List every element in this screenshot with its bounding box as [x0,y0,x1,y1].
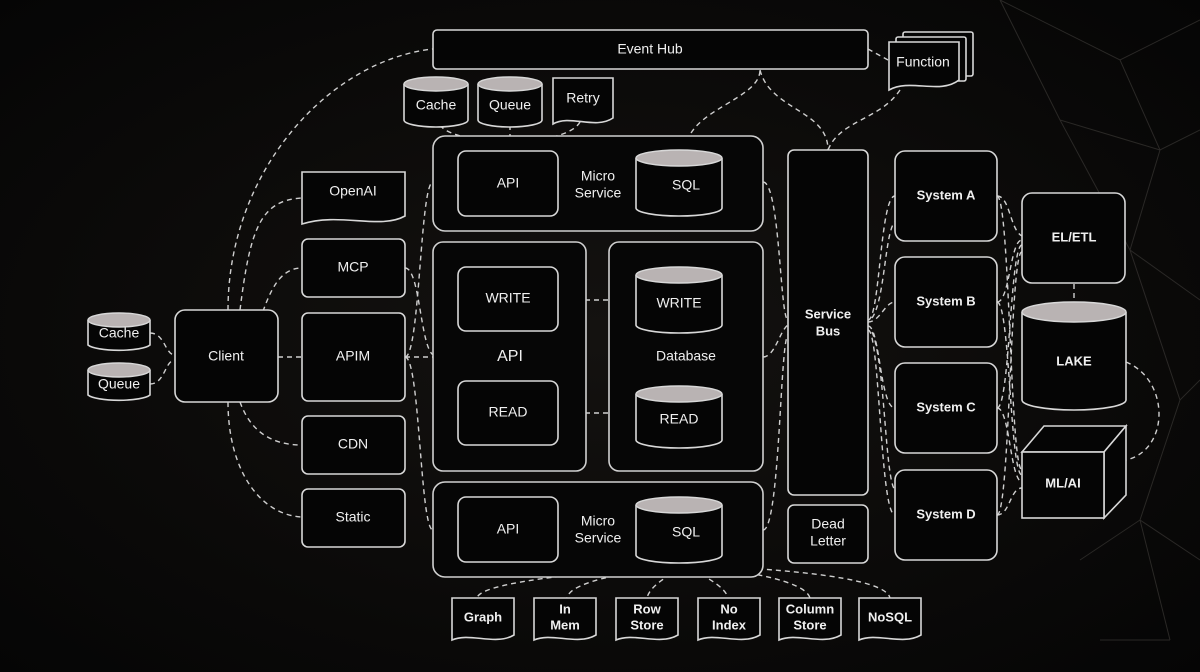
ms-bottom-api-label: API [497,521,520,537]
el-etl-box[interactable]: EL/ETL [1021,192,1126,284]
ms-bottom-api[interactable]: API [457,496,559,563]
api-group: WRITE API READ [432,241,587,472]
store-nosql-line1: NoSQL [868,609,912,624]
cache-left[interactable]: Cache [87,312,151,352]
ml-ai-label: ML/AI [1045,475,1080,490]
openai-doc[interactable]: OpenAI [301,171,406,226]
system-c[interactable]: System C [894,362,998,454]
queue-top[interactable]: Queue [477,76,543,128]
queue-top-label: Queue [489,97,531,113]
ml-ai-cube[interactable]: ML/AI [1020,423,1128,520]
system-d-label: System D [916,506,975,521]
system-a-label: System A [917,187,976,202]
event-hub-label: Event Hub [617,41,683,57]
function-label: Function [896,54,950,70]
cache-top[interactable]: Cache [403,76,469,128]
api-read-label: READ [489,404,528,420]
store-column-line1: Column [786,601,834,616]
service-bus-line2: Bus [816,323,841,338]
store-no-index-line1: No [720,601,737,616]
system-b-label: System B [916,293,975,308]
lake-cylinder[interactable]: LAKE [1021,301,1127,411]
micro-service-top: API Micro Service SQL [432,135,764,232]
openai-label: OpenAI [329,183,376,199]
ms-bottom-sql[interactable]: SQL [635,496,723,564]
api-write[interactable]: WRITE [457,266,559,332]
dead-letter-line1: Dead [811,516,844,532]
system-a[interactable]: System A [894,150,998,242]
db-read-label: READ [660,411,699,427]
function-stack[interactable]: Function [888,31,974,92]
cdn-box[interactable]: CDN [301,415,406,475]
ms-top-sql-label: SQL [672,177,700,193]
store-in-mem-line2: Mem [550,617,580,632]
dead-letter-line2: Letter [810,533,846,549]
ms-top-sql[interactable]: SQL [635,149,723,217]
db-write-label: WRITE [656,295,701,311]
store-nosql[interactable]: NoSQL [858,597,922,642]
retry-doc[interactable]: Retry [552,77,614,126]
apim-box[interactable]: APIM [301,312,406,402]
store-row-line2: Store [630,617,663,632]
cache-top-label: Cache [416,97,457,113]
el-etl-label: EL/ETL [1052,229,1097,244]
database-label: Database [656,348,716,364]
retry-label: Retry [566,90,599,106]
system-b[interactable]: System B [894,256,998,348]
ms-top-service: Service [575,185,622,201]
queue-left[interactable]: Queue [87,362,151,402]
cache-left-label: Cache [99,325,140,341]
client-label: Client [208,348,244,364]
ms-bottom-sql-label: SQL [672,524,700,540]
db-read[interactable]: READ [635,385,723,449]
store-no-index[interactable]: No Index [697,597,761,642]
mcp-box[interactable]: MCP [301,238,406,298]
database-group: WRITE Database READ [608,241,764,472]
mcp-label: MCP [337,259,368,275]
event-hub[interactable]: Event Hub [432,29,869,70]
store-no-index-line2: Index [712,617,747,632]
static-label: Static [335,509,370,525]
db-write[interactable]: WRITE [635,266,723,334]
store-column-line2: Store [793,617,826,632]
ms-top-micro: Micro [581,168,615,184]
system-c-label: System C [916,399,976,414]
background-network [999,0,1200,641]
ms-bottom-micro: Micro [581,513,615,529]
queue-left-label: Queue [98,376,140,392]
api-read[interactable]: READ [457,380,559,446]
ms-bottom-service: Service [575,530,622,546]
static-box[interactable]: Static [301,488,406,548]
service-bus[interactable]: Service Bus [787,149,869,496]
service-bus-line1: Service [805,306,851,321]
ms-top-api[interactable]: API [457,150,559,217]
dead-letter[interactable]: Dead Letter [787,504,869,564]
ms-top-api-label: API [497,175,520,191]
micro-service-bottom: API Micro Service SQL [432,481,764,578]
cdn-label: CDN [338,436,368,452]
store-row[interactable]: Row Store [615,597,679,642]
store-row-line1: Row [633,601,661,616]
store-graph-line1: Graph [464,609,502,624]
client-box[interactable]: Client [174,309,279,403]
store-graph[interactable]: Graph [451,597,515,642]
store-column[interactable]: Column Store [778,597,842,642]
system-d[interactable]: System D [894,469,998,561]
api-write-label: WRITE [485,290,530,306]
store-in-mem[interactable]: In Mem [533,597,597,642]
api-group-label: API [497,348,523,365]
lake-label: LAKE [1056,353,1092,368]
apim-label: APIM [336,348,370,364]
store-in-mem-line1: In [559,601,571,616]
